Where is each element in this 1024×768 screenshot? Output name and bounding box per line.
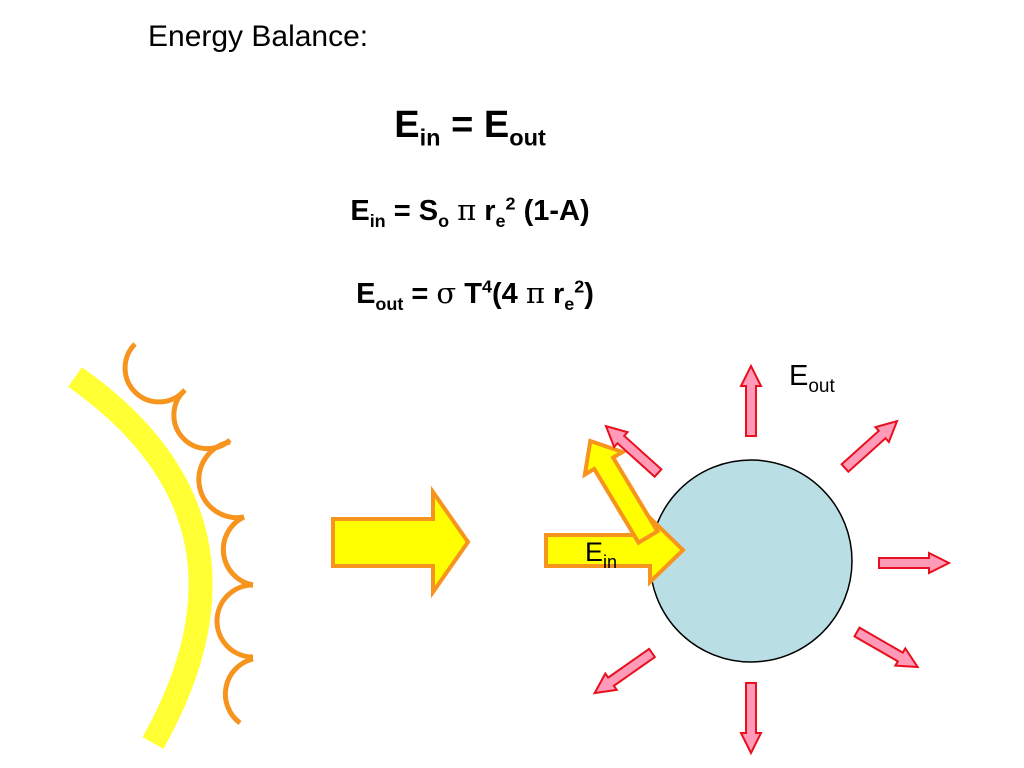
eq-out-temperature: T4 <box>464 276 492 310</box>
eq-in-albedo-term: (1-A) <box>523 195 590 227</box>
eq-in-lhs: Ein <box>350 195 386 231</box>
eq-out-close: ) <box>584 278 594 310</box>
outgoing-radiation-arrow-icon <box>739 363 763 437</box>
eq-out-open: (4 <box>491 278 518 310</box>
earth-icon <box>649 459 853 663</box>
equation-outgoing-energy: Eout = σ T4(4 π re2) <box>0 276 950 314</box>
outgoing-radiation-arrow-icon <box>739 682 763 756</box>
sun-scallop <box>171 388 232 452</box>
eq-out-lhs: Eout <box>356 278 404 314</box>
sun-scallop <box>122 342 185 405</box>
eq-out-sigma: σ <box>436 276 457 310</box>
sun-icon <box>68 342 254 749</box>
outgoing-radiation-arrow-icon <box>853 626 920 669</box>
outgoing-radiation-arrow-icon <box>840 419 899 474</box>
eq-out-operator: = <box>411 278 429 310</box>
outgoing-radiation-arrow-icon <box>878 551 952 575</box>
reflected-ray-arrow-icon <box>582 438 661 546</box>
outgoing-radiation-arrows <box>592 363 952 756</box>
outgoing-radiation-arrow-icon <box>604 424 663 479</box>
outgoing-radiation-arrow-icon <box>592 647 657 695</box>
sun-scallop <box>196 439 245 521</box>
sun-scallops <box>122 342 254 726</box>
incoming-energy-arrow-icon <box>331 485 471 599</box>
incoming-ray-arrow-icon <box>544 513 686 587</box>
eq-out-radius: re2 <box>552 276 585 314</box>
eq-in-pi: π <box>457 193 477 227</box>
eq-in-radius: re2 <box>484 193 516 231</box>
sun-surface-band <box>68 367 213 749</box>
eq-main-operator: = <box>451 104 474 146</box>
label-energy-out: Eout <box>789 360 835 397</box>
slide-title: Energy Balance: <box>148 20 369 53</box>
equation-incoming-energy: Ein = So π re2 (1-A) <box>0 193 940 231</box>
eq-out-pi: π <box>525 276 545 310</box>
sun-scallop <box>214 582 254 660</box>
eq-in-solar-constant: So <box>418 195 450 231</box>
equation-energy-balance: Ein = Eout <box>0 104 940 151</box>
eq-main-lhs: Ein <box>394 104 441 151</box>
sun-scallop <box>220 514 254 588</box>
eq-main-rhs: Eout <box>483 104 546 151</box>
eq-in-operator: = <box>393 195 411 227</box>
sun-scallop <box>222 656 254 726</box>
label-energy-in: Ein <box>585 537 617 572</box>
